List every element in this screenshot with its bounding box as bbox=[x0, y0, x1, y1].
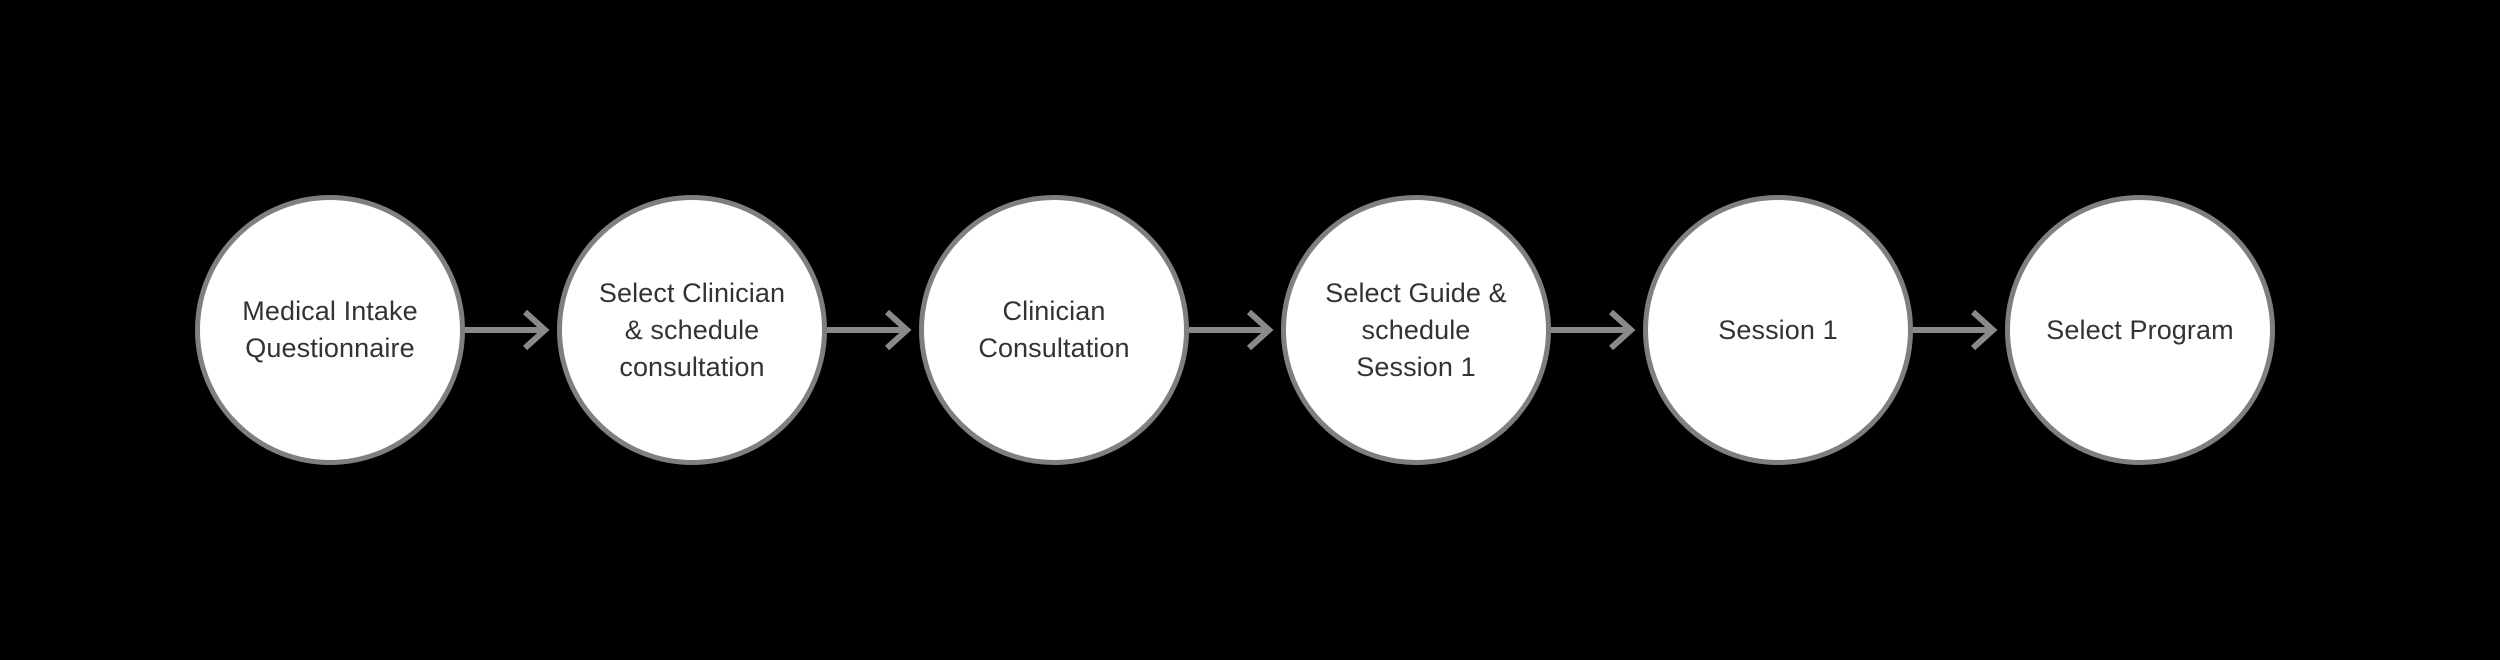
arrow-right-icon bbox=[1913, 309, 1998, 351]
arrow-right-icon bbox=[1551, 309, 1636, 351]
flow-node-step-3[interactable]: Clinician Consultation bbox=[919, 195, 1189, 465]
flow-node-step-5[interactable]: Session 1 bbox=[1643, 195, 1913, 465]
arrow-right-icon bbox=[827, 309, 912, 351]
flow-connector-arrow-4 bbox=[1549, 306, 1645, 354]
flow-node-label: Select Clinician & schedule consultation bbox=[598, 277, 786, 382]
flow-node-label: Select Guide & schedule Session 1 bbox=[1325, 277, 1507, 382]
flow-connector-arrow-2 bbox=[825, 306, 921, 354]
flow-node-step-6[interactable]: Select Program bbox=[2005, 195, 2275, 465]
flow-connector-arrow-3 bbox=[1187, 306, 1283, 354]
flow-node-label: Medical Intake Questionnaire bbox=[242, 296, 418, 363]
flow-connector-arrow-1 bbox=[463, 306, 559, 354]
flow-connector-arrow-5 bbox=[1911, 306, 2007, 354]
arrow-right-icon bbox=[1189, 309, 1274, 351]
flow-node-step-1[interactable]: Medical Intake Questionnaire bbox=[195, 195, 465, 465]
arrow-right-icon bbox=[465, 309, 550, 351]
flow-node-step-4[interactable]: Select Guide & schedule Session 1 bbox=[1281, 195, 1551, 465]
flow-node-label: Clinician Consultation bbox=[978, 296, 1130, 363]
flow-node-step-2[interactable]: Select Clinician & schedule consultation bbox=[557, 195, 827, 465]
flow-node-label: Session 1 bbox=[1718, 314, 1838, 345]
flow-node-label: Select Program bbox=[2046, 314, 2234, 345]
